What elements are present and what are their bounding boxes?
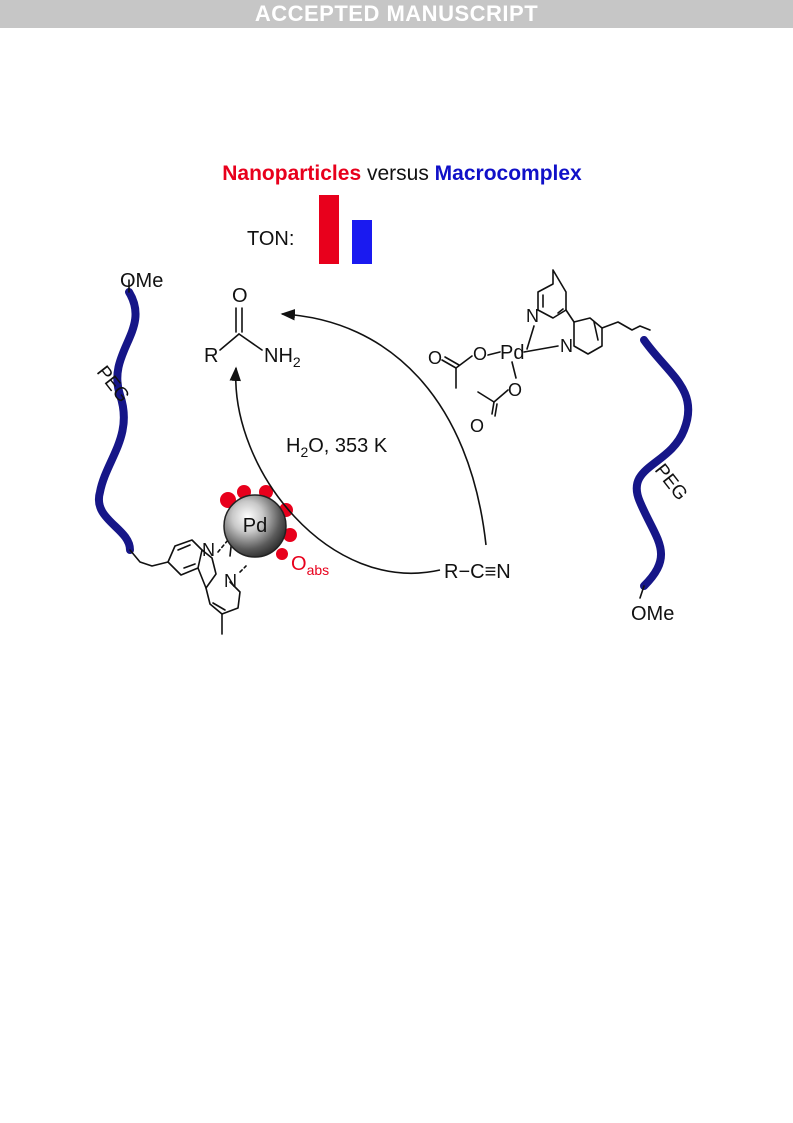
macrocomplex-pd-label: Pd: [500, 342, 524, 364]
ton-label: TON:: [247, 228, 294, 250]
amide-o-label: O: [232, 285, 248, 307]
right-peg-chain: OMe PEG: [631, 336, 693, 625]
conditions-sub2: 2: [300, 444, 308, 460]
accepted-manuscript-banner: ACCEPTED MANUSCRIPT: [0, 0, 793, 28]
title-macrocomplex: Macrocomplex: [435, 162, 582, 185]
amide-r-label: R: [204, 345, 218, 367]
right-pyridine-n1: N: [526, 306, 539, 326]
left-bipyridine: N N: [167, 537, 247, 635]
title-versus: versus: [361, 162, 435, 185]
pd-nanoparticle: Pd Oabs: [220, 485, 329, 578]
conditions-label: H2O, 353 K: [286, 435, 388, 460]
o-abs-label: Oabs: [291, 553, 329, 578]
left-pyridine-n1: N: [202, 540, 215, 560]
amide-product: O R NH2: [204, 285, 301, 370]
title-nanoparticles: Nanoparticles: [222, 162, 361, 185]
amide-sub2: 2: [293, 354, 301, 370]
o-abs-sub: abs: [307, 562, 330, 578]
acetate1-carbonyl-o: O: [428, 348, 442, 368]
pd-macrocomplex: N N Pd O O O O: [428, 269, 651, 436]
right-ome-label: OMe: [631, 603, 674, 625]
acetate1-o-label: O: [473, 344, 487, 364]
left-peg-label: PEG: [92, 362, 133, 407]
left-ome-label: OMe: [120, 270, 163, 292]
nitrile-substrate: R−C≡N: [444, 561, 511, 583]
conditions-rest: O, 353 K: [308, 435, 388, 457]
amide-nh2-label: NH2: [264, 345, 301, 370]
adsorbed-oxygen-blobs: [220, 485, 297, 560]
left-peg-chain: OMe PEG: [92, 270, 169, 567]
ton-bar-nanoparticles: [319, 195, 339, 264]
right-pyridine-n2: N: [560, 336, 573, 356]
arrow-nanoparticle-to-amide: [229, 366, 441, 574]
right-peg-label: PEG: [650, 460, 691, 505]
ton-bar-macrocomplex: [352, 220, 372, 264]
pd-sphere: [223, 494, 287, 558]
pd-label: Pd: [243, 515, 267, 537]
conditions-h: H: [286, 435, 300, 457]
o-abs-main: O: [291, 553, 307, 575]
comparison-title: Nanoparticles versus Macrocomplex: [222, 162, 582, 185]
amide-nh: NH: [264, 345, 293, 367]
arrow-macrocomplex-to-amide: [280, 308, 487, 546]
acetate2-carbonyl-o: O: [470, 416, 484, 436]
left-pyridine-n2: N: [224, 571, 237, 591]
acetate2-o-label: O: [508, 380, 522, 400]
